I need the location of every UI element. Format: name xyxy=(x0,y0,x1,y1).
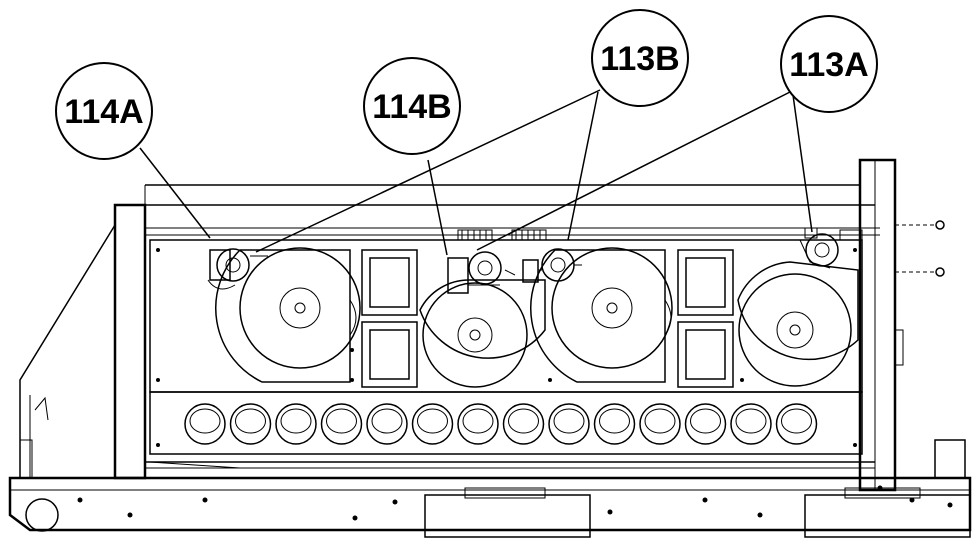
ring xyxy=(411,403,454,445)
module-right-top xyxy=(677,249,734,316)
ring xyxy=(184,403,226,445)
right-post xyxy=(934,439,966,479)
base-screws xyxy=(77,485,953,521)
leader-114b xyxy=(427,159,448,256)
callout-114b-label: 114B xyxy=(372,88,451,126)
base-foot-center xyxy=(424,494,591,538)
leader-114a xyxy=(139,147,211,239)
ring xyxy=(684,403,727,445)
ring xyxy=(229,403,272,445)
ring xyxy=(275,403,317,445)
callout-113b: 113B xyxy=(591,9,689,107)
left-cover xyxy=(19,222,116,479)
right-frame-post xyxy=(858,158,897,492)
assembly-114b xyxy=(447,251,516,294)
ring xyxy=(320,403,363,445)
ring xyxy=(502,403,545,445)
panel-screws xyxy=(156,248,857,447)
drive-unit-4 xyxy=(737,261,859,387)
callout-113a: 113A xyxy=(780,15,878,113)
module-left-top xyxy=(361,249,418,316)
callout-114a: 114A xyxy=(55,62,153,160)
ring xyxy=(730,403,772,445)
right-fasteners xyxy=(895,220,945,277)
leader-113a-right xyxy=(792,94,813,233)
leader-113a-left xyxy=(476,91,791,251)
ring xyxy=(639,403,681,445)
ring xyxy=(548,403,590,445)
callout-113b-label: 113B xyxy=(600,40,679,78)
base-roller xyxy=(25,498,59,532)
module-left-bottom xyxy=(361,321,418,388)
ring-row xyxy=(184,403,818,445)
module-right-bottom xyxy=(677,321,734,388)
assembly-114a xyxy=(207,248,270,290)
ring xyxy=(775,403,818,445)
leader-113b-right xyxy=(567,91,599,241)
leader-113b-left xyxy=(255,89,601,253)
ring xyxy=(366,403,408,445)
assembly-113b xyxy=(522,248,582,283)
callout-113a-label: 113A xyxy=(789,46,868,84)
assembly-113a xyxy=(799,227,839,269)
terminal-strips xyxy=(457,229,863,241)
base-foot-right xyxy=(804,494,971,538)
ring xyxy=(593,403,636,445)
leader-lines xyxy=(139,89,813,256)
ring xyxy=(457,403,499,445)
drive-unit-2 xyxy=(419,279,546,388)
callout-114b: 114B xyxy=(363,57,461,155)
callout-114a-label: 114A xyxy=(64,93,143,131)
drive-unit-1 xyxy=(215,247,361,383)
base-rail xyxy=(8,439,972,538)
lower-panel xyxy=(149,391,863,455)
